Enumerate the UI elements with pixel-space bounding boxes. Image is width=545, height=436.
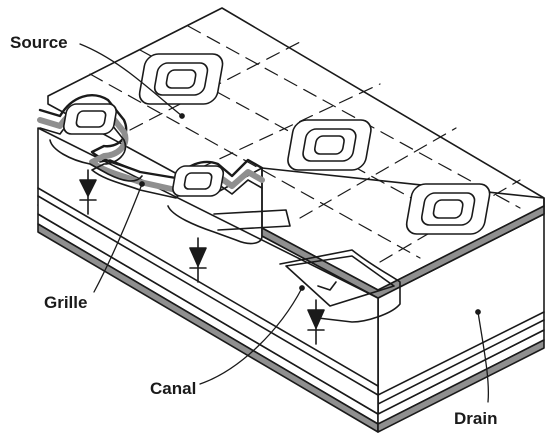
label-source: Source: [10, 34, 68, 51]
cell-top-center: [138, 54, 225, 104]
cell-mid-right: [286, 120, 373, 170]
label-drain: Drain: [454, 410, 497, 427]
cell-far-right: [405, 184, 492, 234]
label-grille: Grille: [44, 294, 87, 311]
label-canal: Canal: [150, 380, 196, 397]
